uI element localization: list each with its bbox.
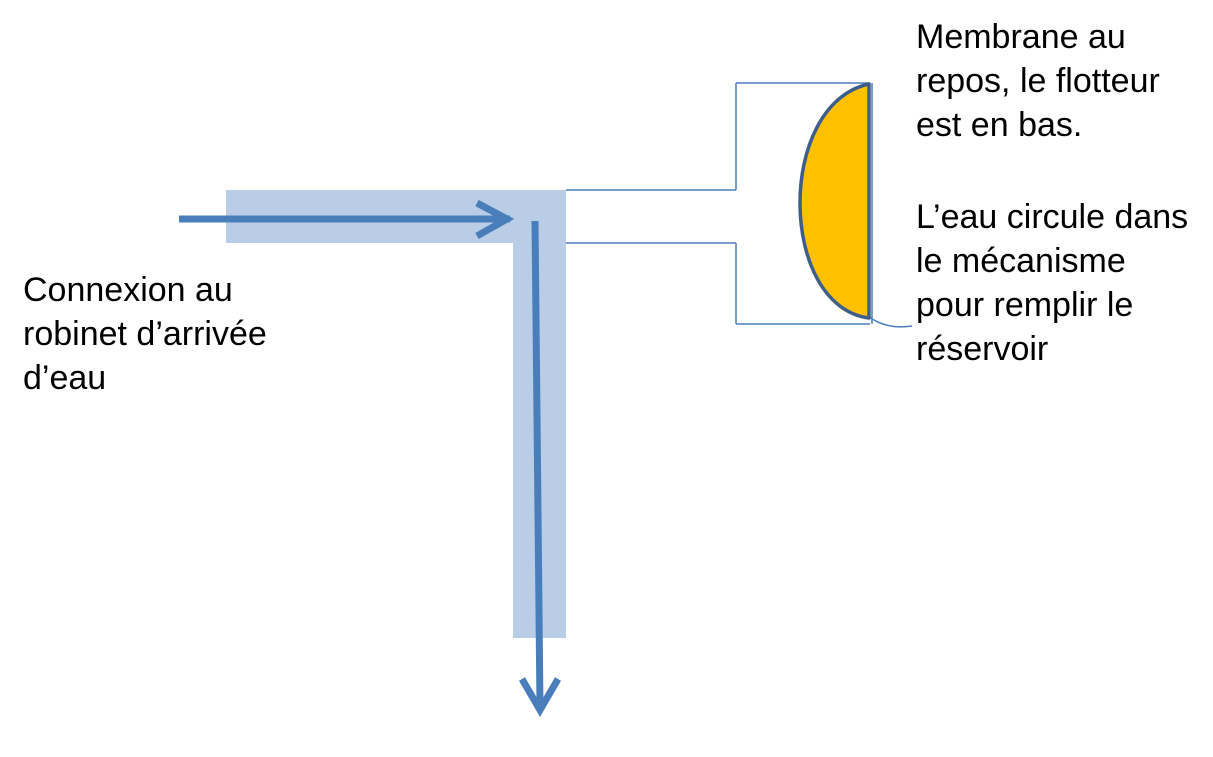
membrane-shape <box>798 82 871 320</box>
water-pipe <box>226 190 566 638</box>
membrane-state-label: Membrane au repos, le flotteur est en ba… <box>916 18 1160 144</box>
water-circulation-label: L’eau circule dans le mécanisme pour rem… <box>916 198 1189 368</box>
valve-outline <box>566 82 913 328</box>
arrow-right-icon <box>475 199 515 240</box>
leader-line <box>867 315 913 328</box>
flow-arrows <box>179 199 562 717</box>
outlet-arrow-shaft <box>531 220 544 709</box>
inlet-connection-label: Connexion au robinet d’arrivée d’eau <box>23 271 267 397</box>
arrow-down-icon <box>518 677 562 717</box>
